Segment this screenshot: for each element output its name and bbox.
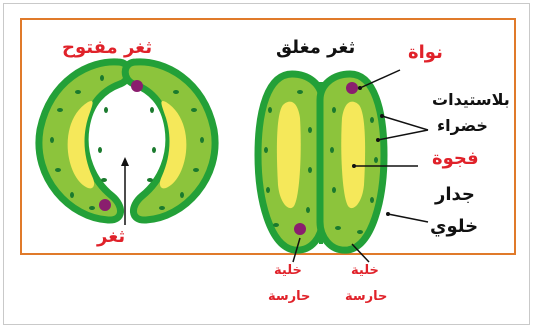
open-right-nucleus bbox=[131, 80, 143, 92]
guard-cell-right-label-line2: حارسة bbox=[345, 290, 387, 303]
closed-stoma-label: ثغر مغلق bbox=[276, 39, 355, 57]
closed-left-guard-cell bbox=[258, 74, 322, 250]
closed-right-guard-cell bbox=[320, 74, 384, 250]
open-left-nucleus bbox=[99, 199, 111, 211]
closed-left-nucleus bbox=[294, 223, 306, 235]
chloroplasts-label-line2: خضراء bbox=[437, 118, 488, 134]
guard-cell-right-label-line1: خلية bbox=[351, 264, 379, 277]
cell-wall-label-line2: خلوي bbox=[430, 218, 478, 236]
guard-cell-left-label-line1: خلية bbox=[274, 264, 302, 277]
open-stoma-label: ثغر مفتوح bbox=[62, 39, 152, 57]
closed-stoma-drawing bbox=[258, 74, 384, 250]
chloroplast-pointer-1 bbox=[382, 116, 428, 130]
nucleus-label: نواة bbox=[408, 44, 443, 62]
closed-right-nucleus bbox=[346, 82, 358, 94]
vacuole-label: فجوة bbox=[432, 150, 479, 168]
guard-cell-left-label-line2: حارسة bbox=[268, 290, 310, 303]
stoma-label: ثغر bbox=[97, 228, 125, 246]
cell-wall-label-line1: جدار bbox=[435, 186, 475, 204]
cell-wall-pointer bbox=[388, 214, 428, 222]
open-stoma-drawing bbox=[39, 62, 215, 225]
chloroplasts-label-line1: بلاستيدات bbox=[432, 92, 510, 108]
